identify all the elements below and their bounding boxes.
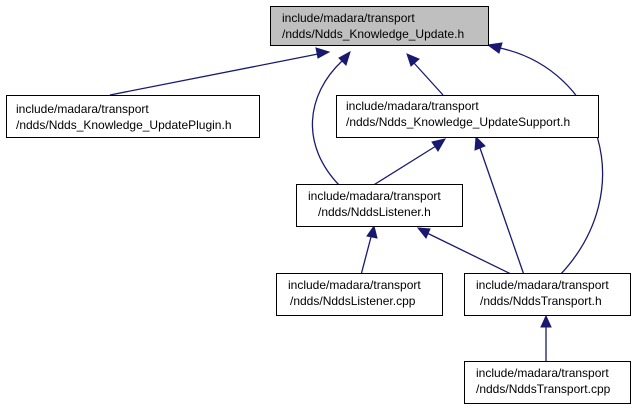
node-label-line1: include/madara/transport (282, 11, 415, 25)
node-box (336, 95, 599, 138)
node-label-line2: /ndds/NddsListener.h (318, 205, 431, 219)
node-box (464, 273, 631, 316)
node-label-line2: /ndds/Ndds_Knowledge_UpdatePlugin.h (16, 118, 232, 132)
edge-support-to-update (413, 62, 444, 96)
arrowhead-icon (366, 224, 378, 239)
node-ndds-knowledge-update-h[interactable]: include/madara/transport /ndds/Ndds_Know… (270, 6, 489, 46)
node-box (296, 184, 463, 227)
node-label-line1: include/madara/transport (476, 278, 609, 292)
arrowhead-icon (540, 314, 552, 328)
edge-listener-h-to-support (371, 145, 437, 187)
node-nddstransport-h[interactable]: include/madara/transport /ndds/NddsTrans… (464, 273, 631, 316)
node-label-line1: include/madara/transport (346, 99, 479, 113)
arrowhead-icon (416, 227, 431, 239)
node-label-line1: include/madara/transport (16, 102, 149, 116)
node-ndds-knowledge-updatesupport-h[interactable]: include/madara/transport /ndds/Ndds_Know… (336, 95, 599, 138)
edge-transport-h-to-update (499, 47, 604, 276)
node-nddslistener-cpp[interactable]: include/madara/transport /ndds/NddsListe… (276, 273, 443, 316)
node-box (464, 361, 631, 404)
edge-transport-h-to-support (479, 147, 525, 276)
node-box (270, 6, 489, 46)
arrowhead-icon (406, 53, 420, 67)
node-label-line2: /ndds/NddsTransport.h (480, 294, 602, 308)
arrowhead-icon (431, 138, 447, 152)
edge-listener-cpp-to-listener-h (360, 236, 372, 276)
node-ndds-knowledge-updateplugin-h[interactable]: include/madara/transport /ndds/Ndds_Know… (6, 95, 260, 138)
node-box (6, 95, 260, 138)
node-label-line1: include/madara/transport (476, 366, 609, 380)
node-label-line2: /ndds/Ndds_Knowledge_UpdateSupport.h (346, 115, 570, 129)
node-label-line2: /ndds/NddsTransport.cpp (476, 382, 611, 396)
node-label-line2: /ndds/Ndds_Knowledge_Update.h (282, 27, 464, 41)
node-label-line2: /ndds/NddsListener.cpp (290, 294, 416, 308)
edge-plugin-to-update (109, 53, 319, 96)
arrowhead-icon (486, 42, 503, 54)
node-label-line1: include/madara/transport (288, 278, 421, 292)
arrowhead-icon (474, 135, 486, 151)
node-nddstransport-cpp[interactable]: include/madara/transport /ndds/NddsTrans… (464, 361, 631, 404)
node-label-line1: include/madara/transport (308, 189, 441, 203)
arrowhead-icon (315, 47, 331, 59)
node-nddslistener-h[interactable]: include/madara/transport /ndds/NddsListe… (296, 184, 463, 227)
edge-transport-h-to-listener-h (426, 232, 514, 276)
node-box (276, 273, 443, 316)
dependency-edges (109, 42, 604, 363)
edge-listener-h-to-update (311, 60, 343, 187)
arrowhead-icon (338, 50, 351, 66)
